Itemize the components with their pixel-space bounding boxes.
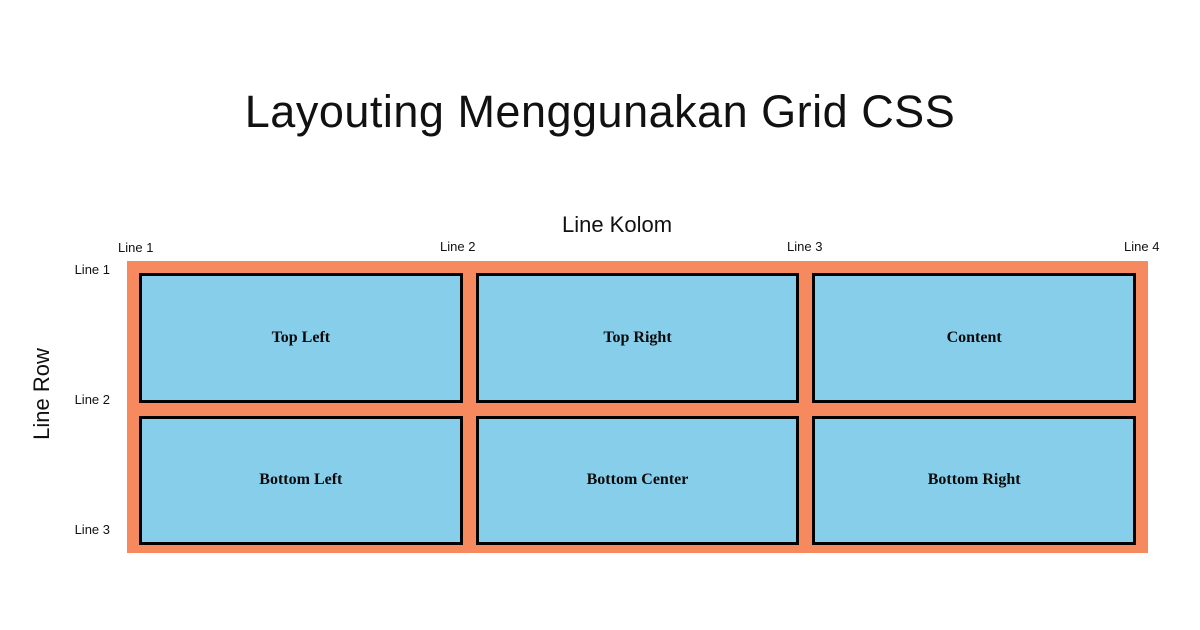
grid-cell-bottom-left: Bottom Left — [139, 415, 463, 545]
grid-cell-top-right: Top Right — [475, 273, 800, 403]
column-line-label-4: Line 4 — [1124, 239, 1160, 254]
column-line-label-1: Line 1 — [118, 240, 154, 255]
row-line-label-3: Line 3 — [74, 522, 110, 537]
column-line-label-3: Line 3 — [787, 239, 823, 254]
grid-cell-top-left: Top Left — [139, 273, 463, 403]
grid-cell-content: Content — [812, 273, 1136, 403]
grid-cell-bottom-center: Bottom Center — [475, 415, 800, 545]
row-line-label-2: Line 2 — [74, 392, 110, 407]
column-axis-title: Line Kolom — [561, 212, 673, 237]
grid-container: Top Left Top Right Content Bottom Left B… — [127, 261, 1148, 553]
grid-cell-bottom-right: Bottom Right — [812, 415, 1136, 545]
column-line-label-2: Line 2 — [440, 239, 476, 254]
row-line-label-1: Line 1 — [74, 262, 110, 277]
page-title: Layouting Menggunakan Grid CSS — [244, 86, 956, 137]
